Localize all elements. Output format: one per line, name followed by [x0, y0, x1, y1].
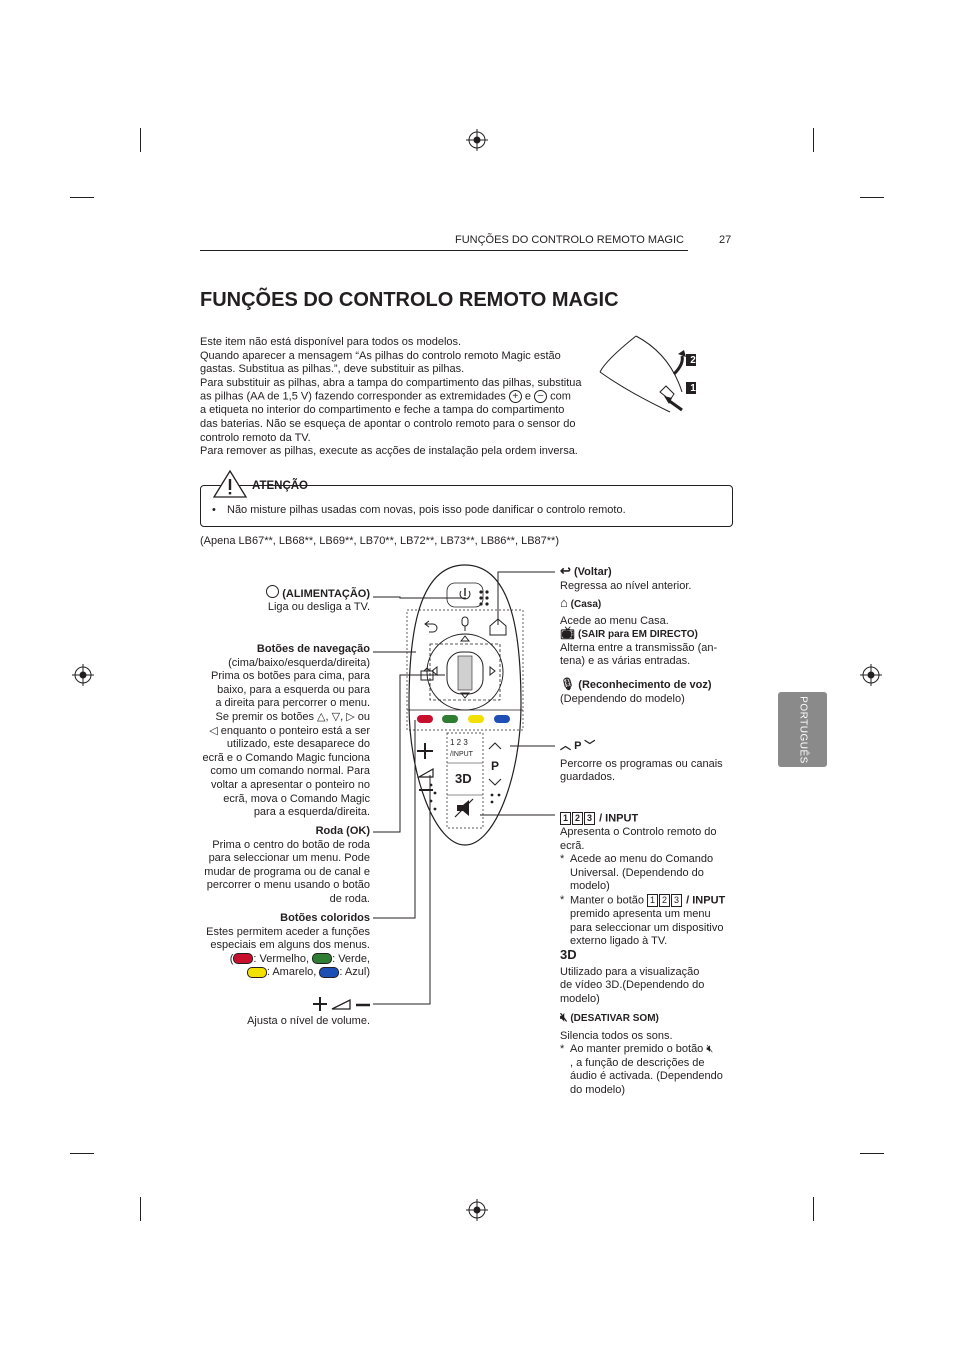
crop-mark — [813, 1197, 814, 1221]
back-icon: ↩ — [560, 563, 571, 578]
live-label: 📺︎ (SAIR para EM DIRECTO) Alterna entre … — [560, 626, 718, 668]
crop-mark — [140, 128, 141, 152]
red-chip — [233, 953, 254, 965]
voice-label: 🎙︎ (Reconhecimento de voz) (Dependendo d… — [560, 677, 712, 705]
caution-title: ATENÇÃO — [252, 480, 309, 492]
power-desc: Liga ou desliga a TV. — [267, 601, 370, 613]
intro-text: Este item não está disponível para todos… — [200, 336, 582, 458]
svg-text:3D: 3D — [455, 771, 472, 786]
magic-remote-illustration: 1 2 3 /INPUT 3D P — [406, 564, 524, 846]
step-1-badge: 1 — [690, 383, 696, 394]
page-title: FUNÇÕES DO CONTROLO REMOTO MAGIC — [200, 289, 619, 311]
volume-icon — [313, 997, 370, 1011]
mic-icon: 🎙︎ — [560, 677, 576, 691]
blue-chip — [319, 966, 340, 978]
crop-mark — [813, 128, 814, 152]
right-arrow-icon: ▷ — [346, 710, 355, 723]
down-arrow-icon: ▽ — [331, 710, 341, 723]
crop-mark — [70, 1153, 94, 1154]
wheel-label: Roda (OK) Prima o centro do botão de rod… — [204, 825, 370, 905]
three-d-label: 3D Utilizado para a visualização de víde… — [560, 948, 735, 1006]
home-icon: ⌂ — [560, 595, 568, 610]
crop-mark — [70, 197, 94, 198]
volume-desc: Ajusta o nível de volume. — [247, 1015, 370, 1027]
registration-mark-icon — [466, 1199, 488, 1221]
page-number: 27 — [719, 234, 732, 246]
back-label: ↩ (Voltar) Regressa ao nível anterior. — [560, 563, 692, 592]
registration-mark-icon — [466, 129, 488, 151]
svg-text:1 2 3: 1 2 3 — [450, 738, 468, 747]
step-2-badge: 2 — [690, 355, 696, 366]
header-rule — [200, 250, 688, 251]
mute-icon: 🔇︎ — [560, 1010, 568, 1024]
battery-cover-illustration — [599, 335, 696, 413]
left-arrow-icon: ◁ — [209, 724, 218, 737]
yellow-chip — [246, 966, 267, 978]
mic-icon — [461, 616, 469, 631]
running-header: FUNÇÕES DO CONTROLO REMOTO MAGIC — [455, 234, 684, 246]
green-chip — [312, 953, 333, 965]
power-icon — [459, 588, 471, 600]
channel-up-icon: ︿ — [560, 740, 571, 752]
crop-mark — [860, 197, 884, 198]
registration-mark-icon — [72, 664, 94, 686]
power-label: (ALIMENTAÇÃO) — [200, 585, 370, 602]
crop-mark — [140, 1197, 141, 1221]
three-d-icon: 3D — [560, 947, 577, 962]
warning-icon — [212, 469, 248, 498]
home-label: ⌂ (Casa) Acede ao menu Casa. — [560, 595, 669, 627]
mute-icon: 🔇︎ — [706, 1043, 714, 1056]
caution-text: Não misture pilhas usadas com novas, poi… — [227, 504, 626, 516]
power-icon — [266, 585, 280, 598]
nav-buttons-label: Botões de navegação (cima/baixo/esquerda… — [202, 643, 370, 819]
plus-terminal-icon: + — [508, 390, 522, 404]
channel-down-icon: ﹀ — [584, 740, 596, 752]
model-list: (Apena LB67**, LB68**, LB69**, LB70**, L… — [200, 535, 559, 547]
color-buttons-label: Botões coloridos Estes permitem aceder a… — [206, 912, 370, 979]
crop-mark — [860, 1153, 884, 1154]
caution-box — [200, 485, 733, 527]
program-label: ︿ P ﹀ Percorre os programas ou canais gu… — [560, 740, 723, 784]
svg-text:P: P — [491, 759, 499, 773]
minus-terminal-icon: – — [534, 390, 548, 404]
up-arrow-icon: △ — [317, 710, 326, 723]
language-tab: PORTUGUÊS — [778, 692, 827, 767]
caution-bullet: • — [212, 504, 216, 516]
mute-label: 🔇︎ (DESATIVAR SOM) Silencia todos os son… — [560, 1010, 723, 1096]
svg-text:/INPUT: /INPUT — [450, 751, 474, 758]
registration-mark-icon — [860, 664, 882, 686]
tv-icon: 📺︎ — [560, 626, 576, 640]
